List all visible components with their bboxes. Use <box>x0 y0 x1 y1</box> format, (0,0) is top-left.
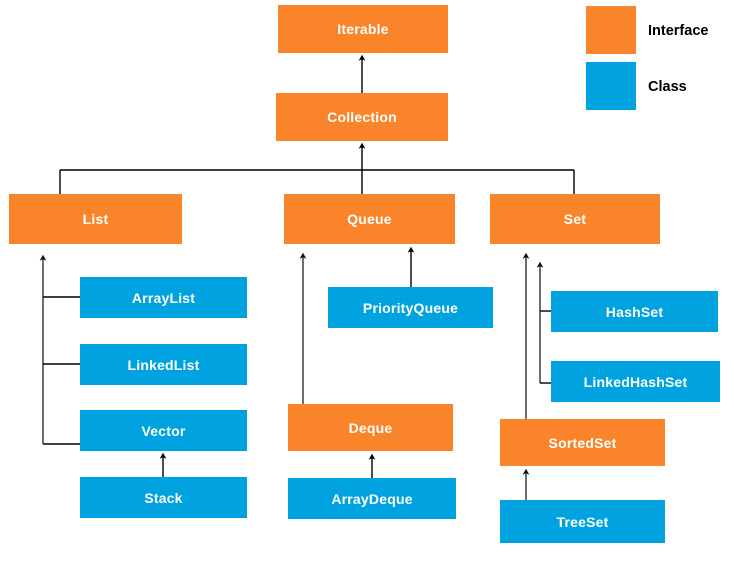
node-label: Stack <box>144 489 183 506</box>
node-label: ArrayDeque <box>331 490 413 507</box>
node-label: HashSet <box>605 303 664 320</box>
node-label: PriorityQueue <box>362 299 459 316</box>
node-vector[interactable]: Vector <box>80 410 247 451</box>
node-label: LinkedHashSet <box>583 373 688 390</box>
node-queue[interactable]: Queue <box>284 194 455 244</box>
node-sortedset[interactable]: SortedSet <box>500 419 665 466</box>
legend-swatch-class <box>586 62 636 110</box>
node-label: SortedSet <box>548 434 617 451</box>
node-label: Queue <box>347 211 392 227</box>
node-linkedlist[interactable]: LinkedList <box>80 344 247 385</box>
node-iterable[interactable]: Iterable <box>278 5 448 53</box>
legend-label-interface: Interface <box>648 23 709 39</box>
legend-swatch-interface <box>586 6 636 54</box>
node-label: Set <box>563 211 587 227</box>
node-hashset[interactable]: HashSet <box>551 291 718 332</box>
node-list[interactable]: List <box>9 194 182 244</box>
node-priorityqueue[interactable]: PriorityQueue <box>328 287 493 328</box>
node-label: List <box>82 211 109 227</box>
node-stack[interactable]: Stack <box>80 477 247 518</box>
node-linkedhashset[interactable]: LinkedHashSet <box>551 361 720 402</box>
legend-label-class: Class <box>648 79 687 95</box>
node-arraydeque[interactable]: ArrayDeque <box>288 478 456 519</box>
node-set[interactable]: Set <box>490 194 660 244</box>
node-collection[interactable]: Collection <box>276 93 448 141</box>
node-label: Iterable <box>337 21 389 37</box>
node-label: Deque <box>348 419 393 436</box>
edge-bus-collection-children <box>59 142 575 194</box>
node-label: Vector <box>141 422 186 439</box>
edge-bus-set-children <box>536 261 551 384</box>
node-label: TreeSet <box>556 513 609 530</box>
node-treeset[interactable]: TreeSet <box>500 500 665 543</box>
edge-bus-list-children <box>39 254 80 445</box>
node-deque[interactable]: Deque <box>288 404 453 451</box>
node-arraylist[interactable]: ArrayList <box>80 277 247 318</box>
node-label: Collection <box>327 109 397 125</box>
node-label: ArrayList <box>131 289 196 306</box>
node-label: LinkedList <box>127 356 200 373</box>
